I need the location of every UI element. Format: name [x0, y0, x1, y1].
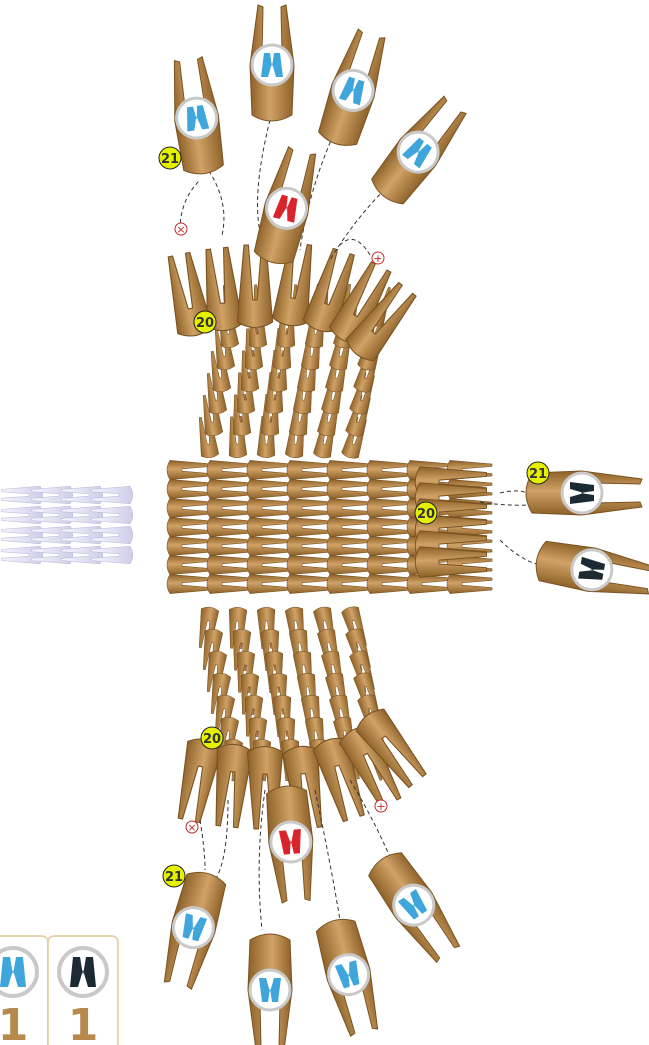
mark-remove-upper: × — [175, 223, 187, 236]
torso-module — [207, 555, 252, 574]
lower-wing-tip — [172, 736, 224, 824]
torso-module — [207, 498, 252, 517]
torso-module — [287, 555, 332, 574]
torso-module — [167, 536, 212, 555]
torso-module — [327, 536, 372, 555]
torso-module — [287, 479, 332, 498]
mark-remove-lower: × — [186, 821, 198, 834]
torso-module — [327, 555, 372, 574]
badge-step-20-tail: 20 — [415, 502, 437, 524]
piece-upper-red — [251, 145, 324, 268]
torso-module — [287, 498, 332, 517]
torso-module — [167, 479, 212, 498]
torso-module — [327, 498, 372, 517]
torso-module — [367, 517, 412, 536]
torso-module — [207, 460, 252, 479]
eagle-body — [1, 241, 492, 830]
dash-lower-1 — [200, 820, 205, 870]
mark-add-upper: + — [372, 252, 384, 265]
torso-module — [367, 479, 412, 498]
torso-module — [287, 536, 332, 555]
dark-module-icon — [562, 473, 602, 513]
torso-module — [367, 460, 412, 479]
torso-module — [367, 555, 412, 574]
legend-cell-blue: 1 — [0, 936, 48, 1045]
svg-text:20: 20 — [196, 316, 214, 331]
torso-module — [167, 517, 212, 536]
red-module-icon — [269, 820, 312, 863]
torso-module — [327, 574, 372, 593]
svg-text:20: 20 — [203, 732, 221, 747]
torso-module — [367, 574, 412, 593]
badge-step-21-tail: 21 — [527, 462, 549, 484]
torso-module — [207, 479, 252, 498]
svg-text:+: + — [376, 800, 385, 813]
blue-module-icon — [250, 970, 290, 1010]
torso-module — [207, 517, 252, 536]
torso-module — [207, 574, 252, 593]
torso-module — [327, 479, 372, 498]
blue-module-icon — [252, 45, 292, 85]
torso-module — [167, 574, 212, 593]
badge-step-20-lower: 20 — [201, 727, 223, 749]
torso-module — [247, 555, 292, 574]
torso-module — [447, 574, 492, 593]
piece-tail-lower — [533, 538, 649, 601]
torso-module — [167, 460, 212, 479]
torso-module — [287, 574, 332, 593]
dash-tail-2 — [500, 540, 540, 565]
piece-lower-right — [313, 915, 386, 1038]
torso-module — [247, 517, 292, 536]
svg-text:×: × — [187, 821, 196, 834]
module-legend: 11 — [0, 936, 118, 1045]
torso-module — [247, 536, 292, 555]
torso-module — [247, 498, 292, 517]
piece-lower-left — [157, 868, 230, 991]
torso-module — [367, 536, 412, 555]
torso-module — [327, 460, 372, 479]
torso-module — [287, 460, 332, 479]
piece-lower-far-right — [364, 847, 467, 967]
dash-upper-1 — [205, 165, 224, 235]
torso-module — [327, 517, 372, 536]
svg-text:×: × — [176, 223, 185, 236]
mark-add-lower: + — [375, 800, 387, 813]
legend-count: 1 — [0, 1000, 28, 1045]
torso-module — [247, 460, 292, 479]
badge-step-21-upper: 21 — [159, 147, 181, 169]
badge-step-21-lower: 21 — [163, 865, 185, 887]
piece-lower-mid — [248, 934, 292, 1045]
badge-step-20-upper: 20 — [194, 311, 216, 333]
blue-module-icon — [0, 948, 37, 996]
torso-module — [167, 498, 212, 517]
dash-upper-5 — [340, 239, 370, 255]
torso-module — [247, 574, 292, 593]
svg-text:21: 21 — [529, 467, 547, 482]
svg-text:20: 20 — [417, 507, 435, 522]
piece-lower-red — [264, 784, 318, 903]
torso-module — [407, 574, 452, 593]
dark-module-icon — [59, 948, 107, 996]
torso-module — [207, 536, 252, 555]
legend-count: 1 — [68, 1000, 99, 1045]
piece-upper-right — [315, 27, 393, 151]
piece-upper-far-right — [366, 91, 472, 209]
torso-module — [247, 479, 292, 498]
svg-text:+: + — [373, 252, 382, 265]
torso-module — [167, 555, 212, 574]
svg-text:21: 21 — [165, 870, 183, 885]
torso-module — [367, 498, 412, 517]
legend-cell-dark: 1 — [48, 936, 118, 1045]
svg-text:21: 21 — [161, 152, 179, 167]
torso-module — [287, 517, 332, 536]
piece-upper-mid — [250, 5, 294, 121]
